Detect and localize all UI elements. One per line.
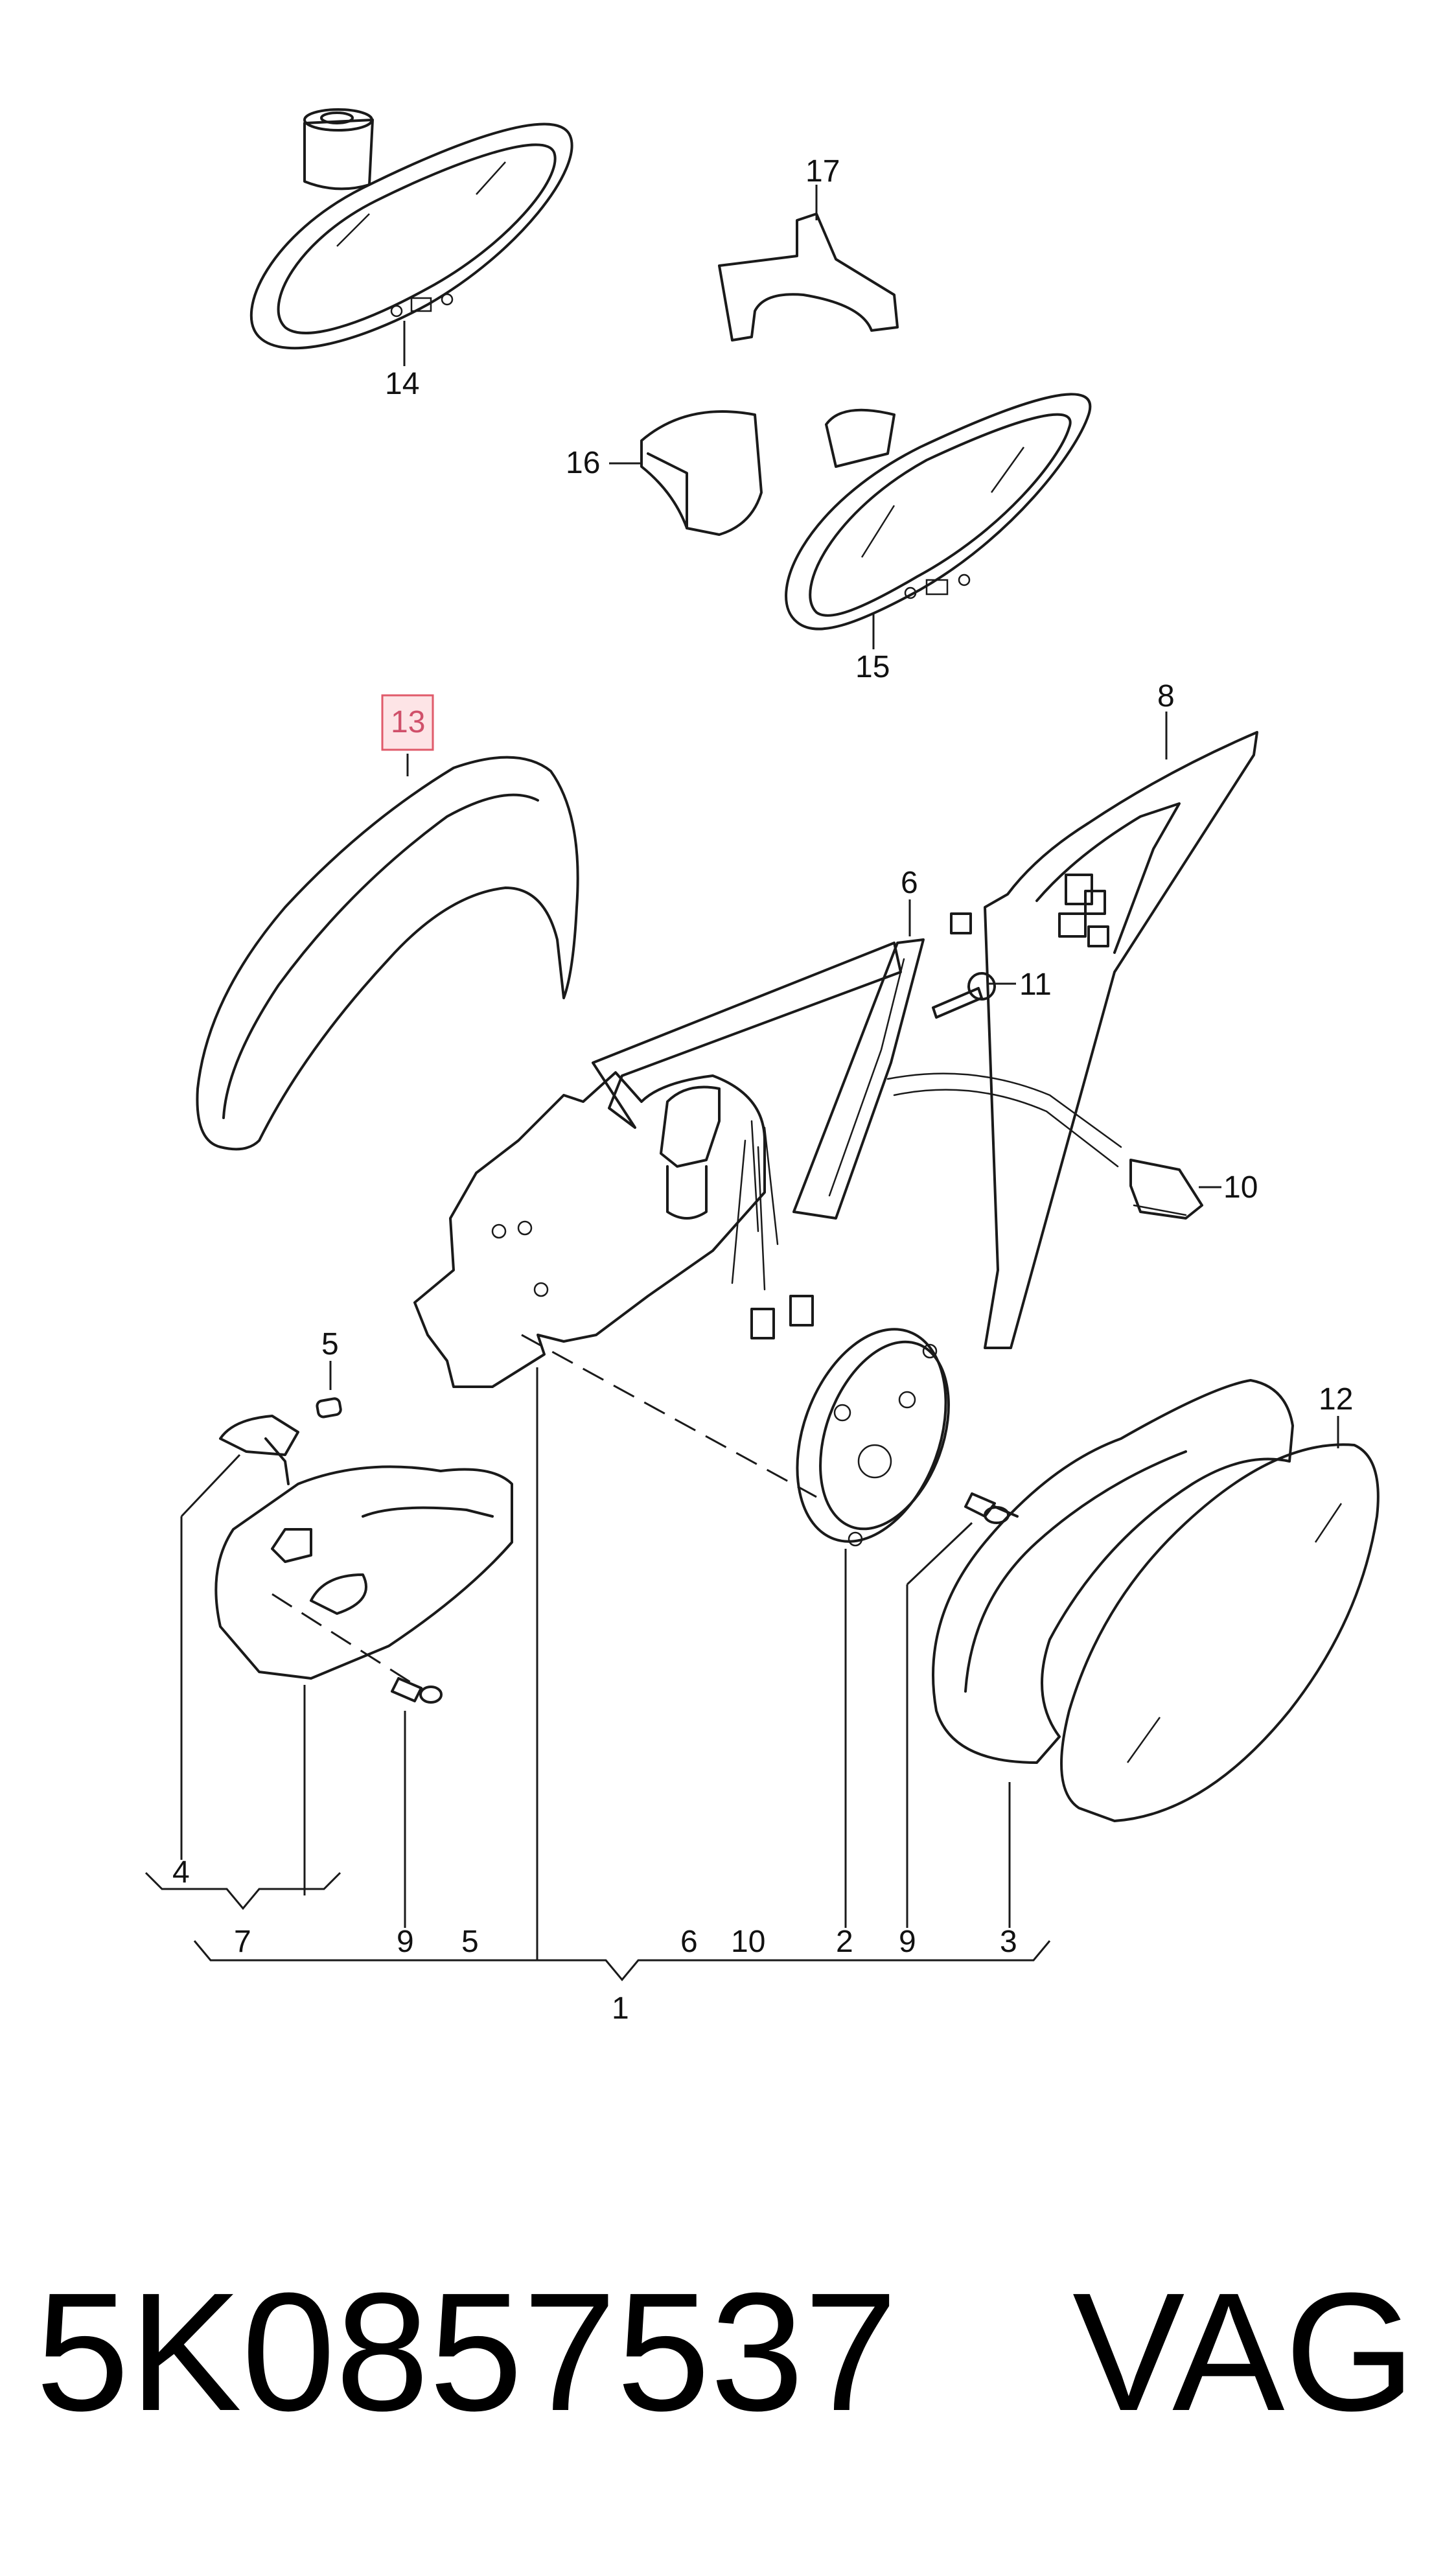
callout-1: 1	[612, 1991, 629, 2026]
assembly-line-lower	[272, 1593, 415, 1686]
callout-10-bottom: 10	[731, 1925, 765, 1959]
callout-13: 13	[391, 705, 425, 739]
callout-5-bottom: 5	[461, 1925, 479, 1959]
callout-15: 15	[855, 650, 890, 684]
part-3-glass-carrier	[932, 1379, 1294, 1928]
callout-10: 10	[1223, 1170, 1258, 1205]
callout-8: 8	[1157, 679, 1175, 713]
callout-9-left: 9	[397, 1925, 414, 1959]
callout-5: 5	[321, 1327, 339, 1361]
callout-16: 16	[566, 446, 600, 480]
part-10-connector	[1129, 1159, 1221, 1220]
callout-13-highlight	[381, 694, 434, 751]
part-9-screw-right	[906, 1492, 1019, 1928]
bracket-1	[193, 1940, 1051, 1982]
part-12-mirror-glass	[1060, 1416, 1380, 1822]
part-9-screw-left	[391, 1677, 443, 1928]
assembly-line	[521, 1334, 817, 1498]
part-5-bulb	[316, 1361, 342, 1419]
part-2-adjustment-motor	[796, 1328, 950, 1928]
callout-17: 17	[805, 154, 840, 189]
callout-6: 6	[901, 866, 918, 900]
part-8-trim	[950, 712, 1258, 1349]
part-15-interior-mirror	[785, 393, 1092, 649]
part-4-holder	[180, 1415, 299, 1860]
part-13-housing-cap	[196, 754, 579, 1151]
brand-label: VAG	[1072, 2258, 1416, 2446]
callout-6-bottom: 6	[680, 1925, 698, 1959]
part-6-gasket	[792, 899, 925, 1220]
part-16-cap	[609, 410, 763, 536]
part-number: 5K0857537	[36, 2258, 898, 2446]
part-14-interior-mirror	[249, 108, 573, 366]
callout-3: 3	[1000, 1925, 1017, 1959]
part-7-lower-housing	[214, 1465, 513, 1895]
callout-14: 14	[385, 367, 419, 401]
callout-9-right: 9	[899, 1925, 916, 1959]
callout-7: 7	[234, 1925, 251, 1959]
part-11-screw	[932, 972, 1016, 1019]
callout-2: 2	[836, 1925, 853, 1959]
bracket-7	[144, 1871, 341, 1910]
callout-4: 4	[172, 1855, 190, 1890]
part-1-mirror-base	[413, 942, 1122, 1960]
callout-12: 12	[1319, 1382, 1353, 1417]
callout-11: 11	[1019, 967, 1052, 1002]
part-17-mirror-foot-cover	[718, 185, 899, 342]
